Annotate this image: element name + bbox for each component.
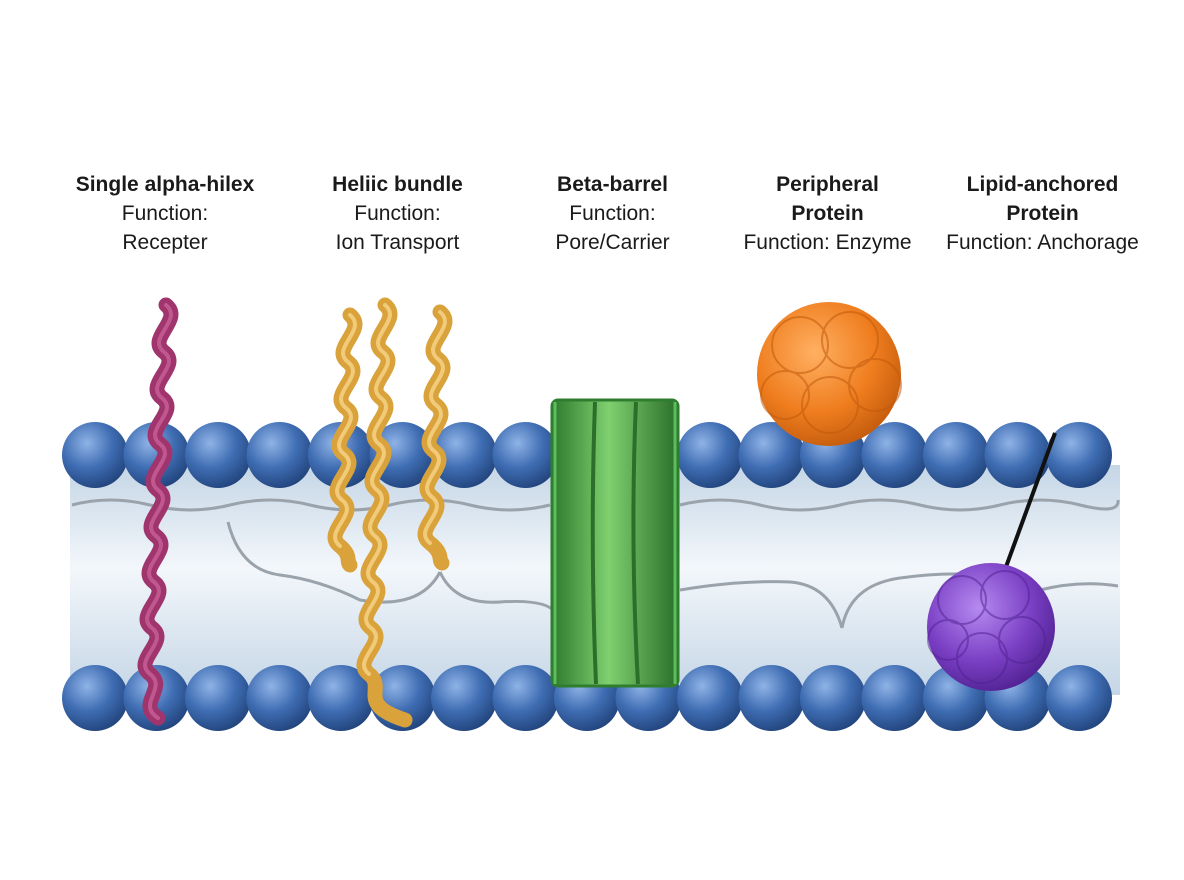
lipid-head [1046, 422, 1112, 488]
label-peripheral-protein: Peripheral Protein Function: Enzyme [725, 170, 930, 257]
lipid-head [800, 665, 866, 731]
lipid-head [677, 665, 743, 731]
lipid-head [431, 665, 497, 731]
label-function: Function: [121, 202, 209, 225]
lipid-head [62, 665, 128, 731]
lipid-head [246, 665, 313, 731]
label-function: Function: Enzyme [743, 231, 912, 254]
lipid-head [185, 422, 251, 488]
label-function-value: Ion Transport [335, 231, 460, 254]
beta-barrel-protein [550, 398, 680, 688]
lipid-head [492, 665, 559, 731]
label-title: Single alpha-hilex [75, 173, 255, 196]
lipid-anchored-protein [927, 432, 1057, 691]
label-title-line2: Protein [1006, 202, 1079, 225]
lipid-head [984, 422, 1051, 488]
label-single-alpha-helix: Single alpha-hilex Function: Recepter [40, 170, 290, 257]
lipid-head [861, 665, 928, 731]
label-beta-barrel: Beta-barrel Function: Pore/Carrier [510, 170, 715, 257]
label-function-value: Pore/Carrier [555, 231, 670, 254]
label-function: Function: [354, 202, 441, 225]
label-title: Beta-barrel [557, 173, 668, 196]
lipid-head [123, 422, 190, 488]
lipid-head [369, 422, 436, 488]
label-title: Heliic bundle [332, 173, 463, 196]
lipid-head [185, 665, 251, 731]
lipid-head [738, 665, 805, 731]
lipid-head [492, 422, 559, 488]
label-function: Function: Anchorage [946, 231, 1139, 254]
lipid-head [861, 422, 928, 488]
lipid-head [738, 422, 805, 488]
label-title: Peripheral [776, 173, 879, 196]
label-function: Function: [569, 202, 656, 225]
label-title-line2: Protein [791, 202, 864, 225]
lipid-head [62, 422, 128, 488]
lipid-head [308, 665, 374, 731]
lipid-head [246, 422, 313, 488]
helix-bundle-protein [327, 297, 453, 728]
lipid-head [431, 422, 497, 488]
label-lipid-anchored-protein: Lipid-anchored Protein Function: Anchora… [930, 170, 1155, 257]
lower-lipid-heads [62, 665, 1112, 731]
label-title: Lipid-anchored [966, 173, 1119, 196]
lipid-head [677, 422, 743, 488]
lipid-head [923, 422, 989, 488]
lipid-head [1046, 665, 1112, 731]
peripheral-protein [757, 302, 902, 446]
label-helix-bundle: Heliic bundle Function: Ion Transport [290, 170, 505, 257]
label-function-value: Recepter [122, 231, 208, 254]
